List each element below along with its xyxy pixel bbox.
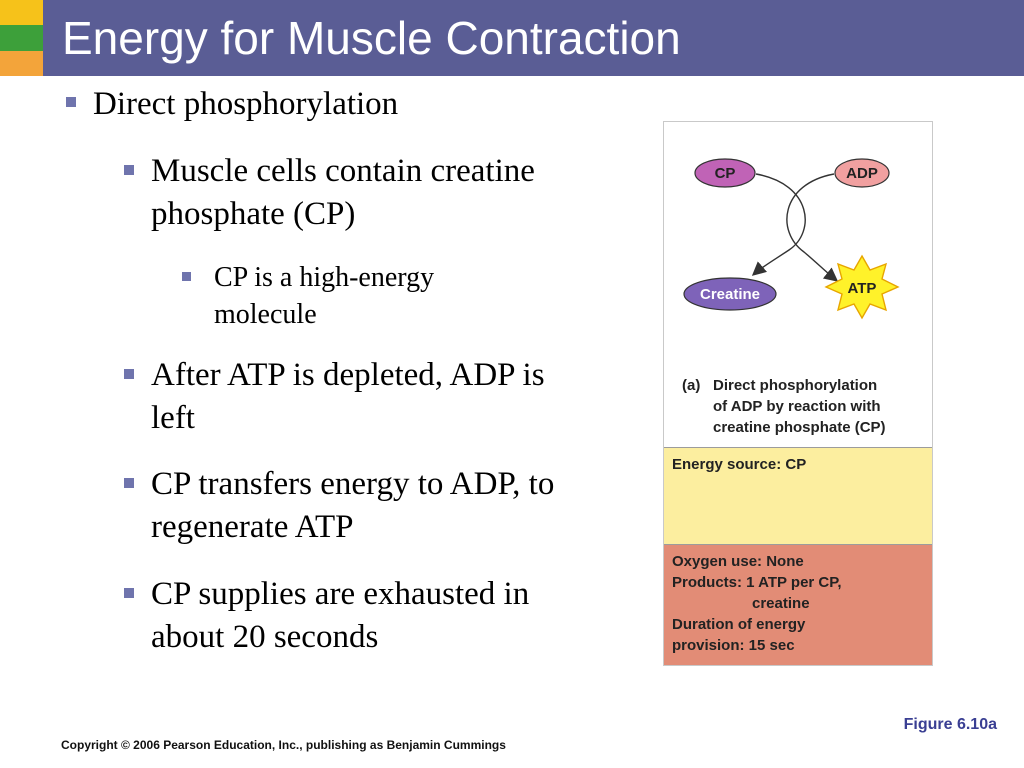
energy-source-text: Energy source: CP — [672, 456, 807, 473]
square-bullet-icon — [124, 478, 134, 488]
bullet-direct-phosphorylation: Direct phosphorylation — [66, 84, 398, 124]
corner-accent-green — [0, 25, 43, 51]
oxygen-use-text: Oxygen use: None — [672, 553, 804, 570]
cp-node-label: CP — [715, 165, 736, 182]
arrow-adp-to-atp — [786, 173, 839, 282]
energy-source-panel: Energy source: CP — [664, 447, 932, 545]
reaction-diagram: CP ADP Creatine ATP — [683, 158, 900, 320]
oxygen-products-panel: Oxygen use: None Products: 1 ATP per CP,… — [664, 545, 932, 665]
bullet-cp-exhausted: CP supplies are exhausted in about 20 se… — [124, 573, 594, 659]
corner-accent-orange — [0, 51, 43, 76]
adp-node-label: ADP — [846, 165, 878, 182]
bullet-text: Direct phosphorylation — [93, 86, 399, 122]
creatine-node: Creatine — [683, 277, 777, 311]
corner-accent-yellow — [0, 0, 43, 25]
square-bullet-icon — [124, 165, 134, 175]
slide-title: Energy for Muscle Contraction — [62, 12, 681, 64]
square-bullet-icon — [182, 272, 191, 281]
caption-line-3: creatine phosphate (CP) — [713, 419, 886, 436]
figure-caption: (a)Direct phosphorylation of ADP by reac… — [682, 375, 927, 438]
bullet-text: CP is a high-energy molecule — [214, 262, 435, 330]
adp-node: ADP — [834, 158, 890, 188]
bullet-text: After ATP is depleted, ADP is left — [151, 357, 545, 436]
bullet-atp-depleted: After ATP is depleted, ADP is left — [124, 354, 594, 440]
square-bullet-icon — [124, 588, 134, 598]
copyright-notice: Copyright © 2006 Pearson Education, Inc.… — [61, 738, 506, 752]
square-bullet-icon — [66, 97, 76, 107]
bullet-text: Muscle cells contain creatine phosphate … — [151, 153, 535, 232]
square-bullet-icon — [124, 369, 134, 379]
creatine-node-label: Creatine — [700, 286, 760, 303]
figure-direct-phosphorylation: CP ADP Creatine ATP (a)Direct phosphoryl… — [663, 121, 933, 666]
bullet-cp-high-energy: CP is a high-energy molecule — [182, 259, 512, 333]
atp-starburst: ATP — [824, 254, 900, 320]
cp-node: CP — [694, 158, 756, 188]
arrow-cp-to-creatine — [751, 173, 806, 276]
caption-line-1: (a)Direct phosphorylation — [682, 377, 878, 394]
panel-details: Oxygen use: None Products: 1 ATP per CP,… — [672, 551, 842, 656]
duration-text: Duration of energy — [672, 616, 806, 633]
products-text-continued: creatine — [752, 595, 810, 612]
figure-label: Figure 6.10a — [903, 716, 997, 733]
title-bar: Energy for Muscle Contraction — [0, 0, 1024, 76]
bullet-text: CP transfers energy to ADP, to regenerat… — [151, 466, 555, 545]
bullet-cp-transfers: CP transfers energy to ADP, to regenerat… — [124, 463, 594, 549]
atp-node-label: ATP — [848, 280, 877, 297]
products-text: Products: 1 ATP per CP, — [672, 574, 842, 591]
caption-label: (a) — [682, 377, 701, 394]
bullet-text: CP supplies are exhausted in about 20 se… — [151, 576, 530, 655]
caption-line-2: of ADP by reaction with — [713, 398, 881, 415]
duration-text-continued: provision: 15 sec — [672, 637, 795, 654]
bullet-muscle-cells: Muscle cells contain creatine phosphate … — [124, 150, 594, 236]
